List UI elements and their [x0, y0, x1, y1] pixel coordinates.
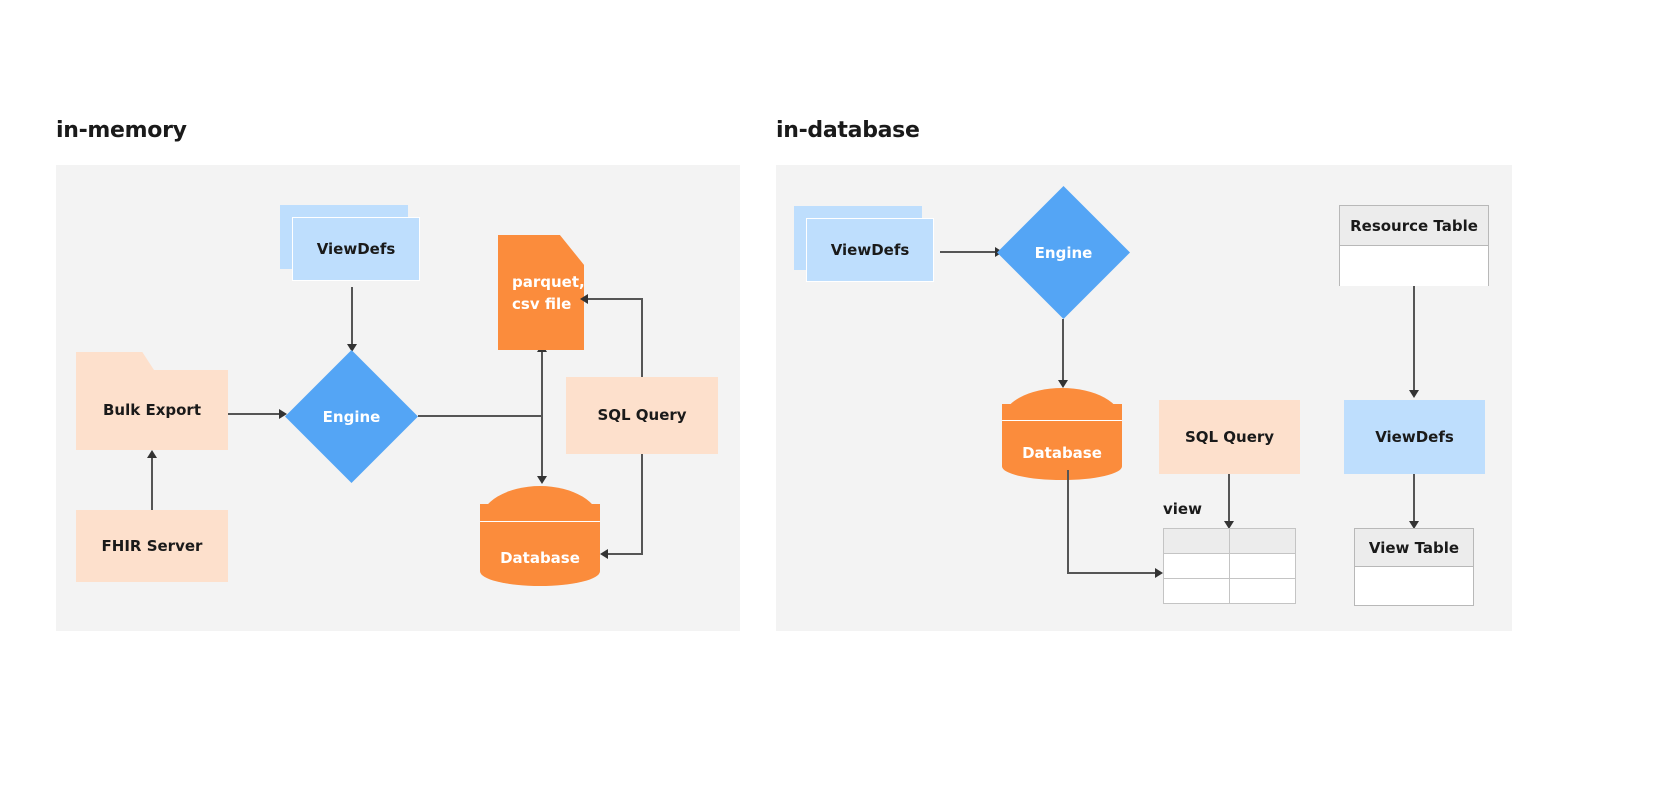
arrowhead-resource-to-viewdefs: [1409, 390, 1419, 398]
engine-label-2: Engine: [1034, 243, 1093, 262]
connector-viewdefs-to-engine-db: [940, 251, 996, 253]
view-caption: view: [1163, 500, 1202, 518]
view-grid-cell: [1163, 578, 1230, 604]
resource-table-body: [1340, 246, 1488, 286]
arrowhead-viewdefs-to-view-table: [1409, 521, 1419, 529]
cylinder-top-icon-2: [1002, 388, 1122, 421]
database-label-2: Database: [1022, 444, 1102, 462]
connector-resource-to-viewdefs: [1413, 286, 1415, 391]
arrowhead-engine-to-database-db: [1058, 380, 1068, 388]
connector-sql-to-database-vertical: [641, 454, 643, 554]
arrowhead-bulk-export-to-engine: [279, 409, 287, 419]
bulk-export-label: Bulk Export: [76, 370, 228, 450]
view-grid-cell: [1229, 578, 1296, 604]
engine-label: Engine: [322, 407, 381, 426]
view-grid-table[interactable]: [1163, 528, 1296, 604]
node-fhir-server[interactable]: FHIR Server: [76, 510, 228, 582]
arrowhead-sql-to-view: [1224, 521, 1234, 529]
database-label: Database: [500, 549, 580, 567]
folder-tab-icon: [76, 352, 154, 370]
connector-viewdefs-to-engine: [351, 287, 353, 345]
connector-sql-to-database-horizontal: [608, 553, 643, 555]
view-grid-row: [1163, 553, 1296, 579]
node-view-table[interactable]: View Table: [1354, 528, 1474, 606]
connector-engine-trunk: [418, 415, 543, 417]
arrowhead-fhir-to-bulk-export: [147, 450, 157, 458]
view-grid-cell: [1229, 528, 1296, 554]
connector-sql-to-view: [1228, 474, 1230, 522]
viewdefs-card-front: ViewDefs: [292, 217, 420, 281]
view-grid-row: [1163, 578, 1296, 604]
connector-sql-to-file-horizontal: [588, 298, 643, 300]
connector-database-to-view-horizontal: [1067, 572, 1157, 574]
viewdefs-card-front-2: ViewDefs: [806, 218, 934, 282]
node-engine-in-memory[interactable]: Engine: [285, 350, 418, 483]
arrowhead-sql-to-file: [580, 294, 588, 304]
connector-database-to-view-vertical: [1067, 470, 1069, 573]
connector-sql-to-file-vertical: [641, 298, 643, 377]
connector-viewdefs-to-view-table: [1413, 474, 1415, 522]
view-grid-header-row: [1163, 528, 1296, 554]
arrowhead-sql-to-database: [600, 549, 608, 559]
node-sql-query-in-database[interactable]: SQL Query: [1159, 400, 1300, 474]
panel-title-in-memory: in-memory: [56, 118, 187, 143]
node-parquet-csv-file[interactable]: [498, 235, 584, 350]
node-viewdefs-in-database[interactable]: ViewDefs: [794, 206, 940, 288]
arrowhead-engine-to-database: [537, 476, 547, 484]
node-resource-table[interactable]: Resource Table: [1339, 205, 1489, 286]
panel-title-in-database: in-database: [776, 118, 920, 143]
arrowhead-viewdefs-to-engine: [347, 344, 357, 352]
resource-table-header: Resource Table: [1340, 206, 1488, 246]
connector-bulk-export-to-engine: [228, 413, 280, 415]
view-table-body: [1355, 567, 1473, 605]
view-grid-cell: [1163, 553, 1230, 579]
connector-engine-to-database-db: [1062, 319, 1064, 381]
node-database-in-database[interactable]: Database: [1002, 388, 1122, 480]
view-grid-cell: [1163, 528, 1230, 554]
node-viewdefs-table[interactable]: ViewDefs: [1344, 400, 1485, 474]
node-engine-in-database[interactable]: Engine: [997, 186, 1130, 319]
node-database-in-memory[interactable]: Database: [480, 486, 600, 586]
connector-engine-to-database: [541, 415, 543, 477]
view-grid-cell: [1229, 553, 1296, 579]
connector-fhir-to-bulk-export: [151, 458, 153, 510]
view-table-header: View Table: [1355, 529, 1473, 567]
connector-engine-to-file: [541, 352, 543, 415]
node-bulk-export[interactable]: Bulk Export: [76, 352, 228, 450]
cylinder-top-icon: [480, 486, 600, 522]
node-viewdefs-in-memory[interactable]: ViewDefs: [280, 205, 426, 287]
node-sql-query-in-memory[interactable]: SQL Query: [566, 377, 718, 454]
arrowhead-database-to-view: [1155, 568, 1163, 578]
